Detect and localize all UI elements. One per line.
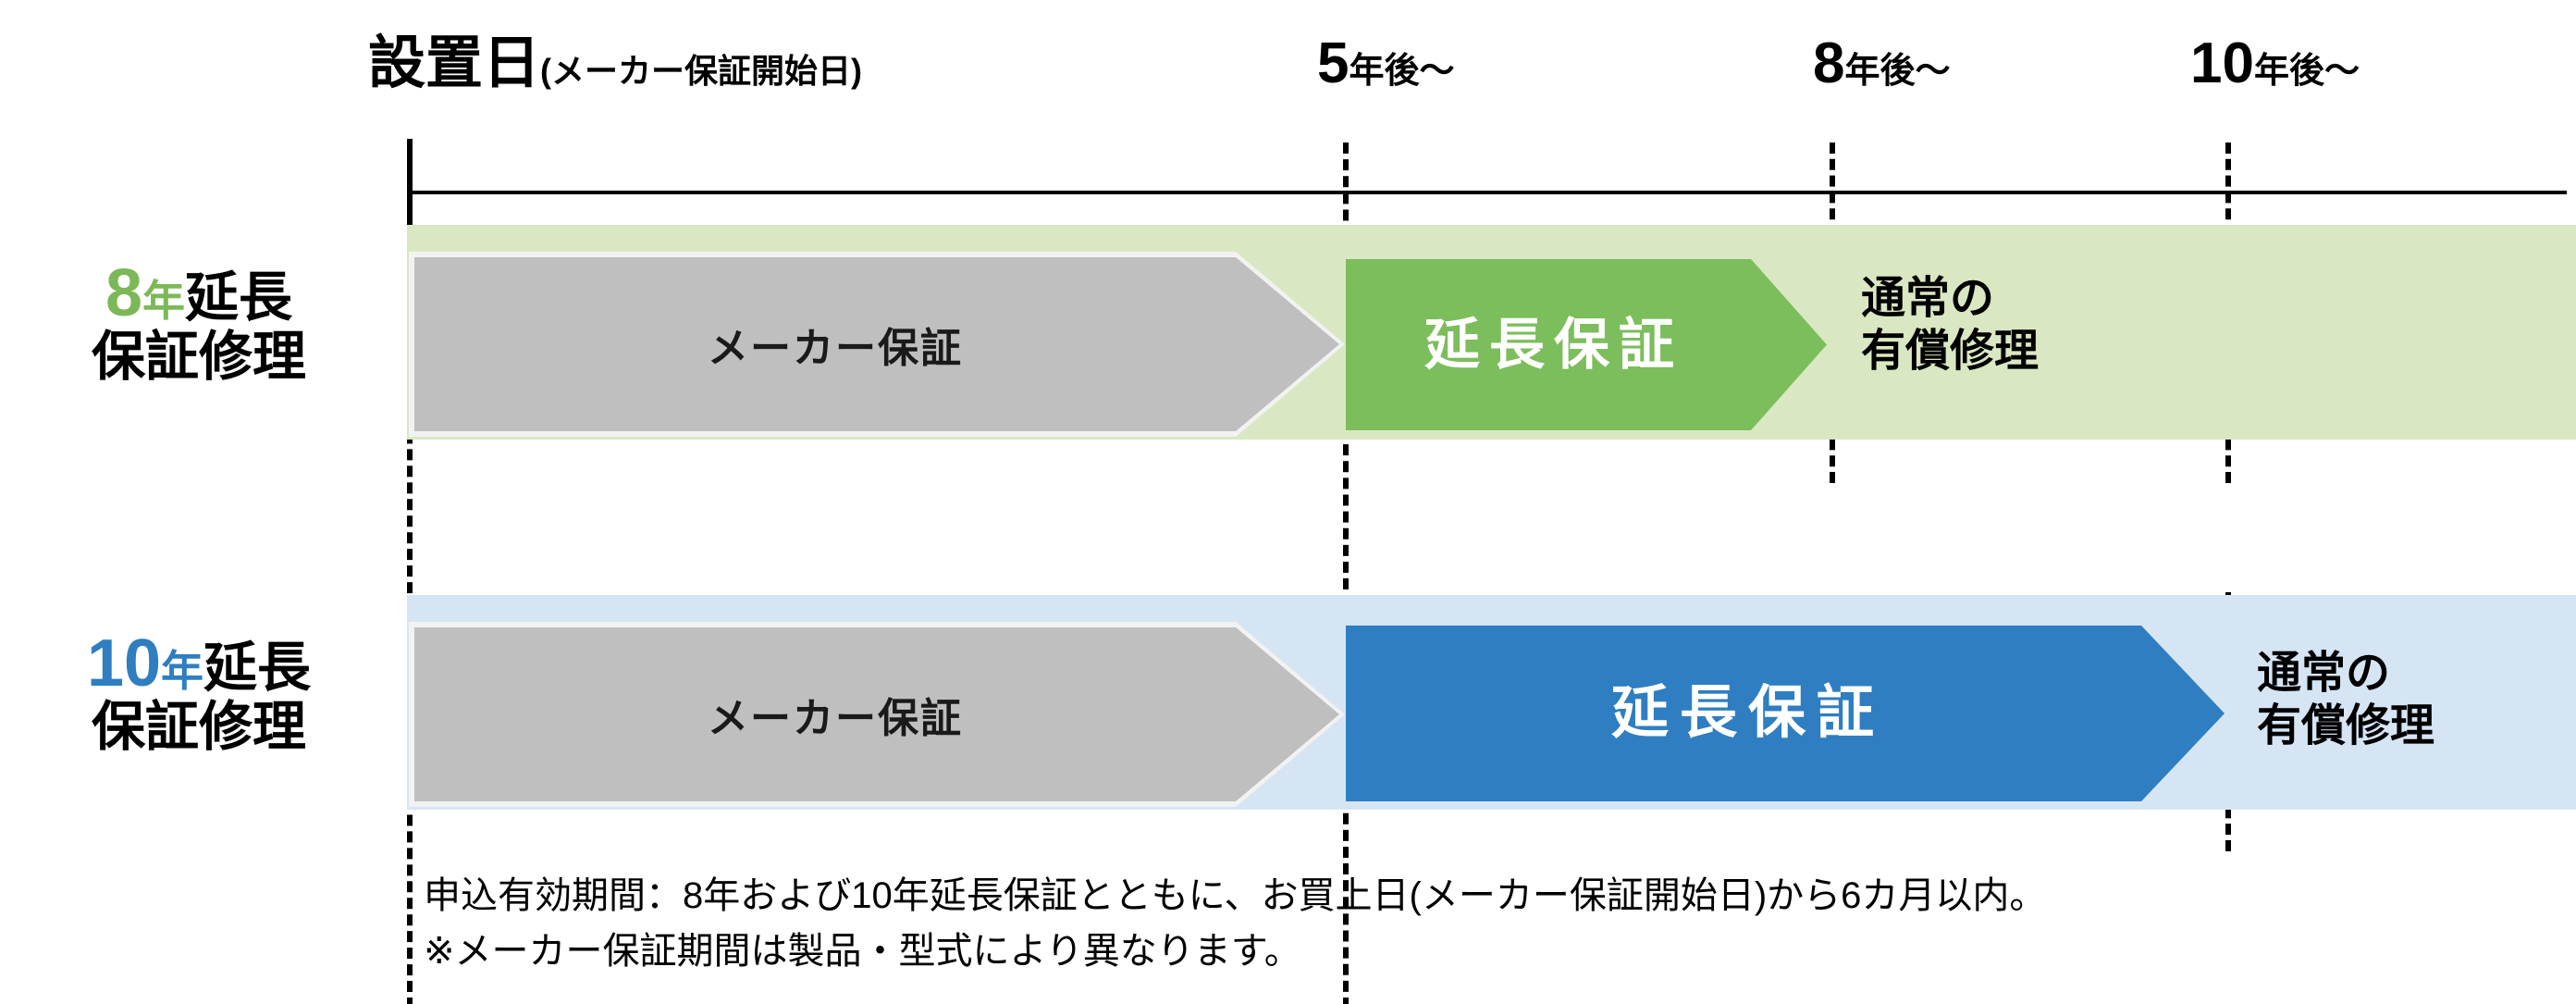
paid-repair-caption-10y-line2: 有償修理: [2257, 700, 2435, 750]
paid-repair-caption-8y-line2: 有償修理: [1861, 326, 2040, 376]
row-label-10y-number: 10: [86, 626, 162, 700]
axis-label-8y-suffix: 年後〜: [1844, 52, 1951, 91]
footnote-application-period: 申込有効期間：8年および10年延長保証とともに、お買上日(メーカー保証開始日)か…: [424, 875, 2047, 916]
footnote-maker-warranty-varies: ※メーカー保証期間は製品・型式により異なります。: [424, 931, 1301, 972]
axis-label-after-5-years: 5年後〜: [1317, 35, 1455, 93]
row-label-8y-number: 8: [105, 256, 143, 330]
timeline-axis-line: [407, 191, 2567, 194]
row-label-8y-line1: 8年延長: [0, 256, 398, 330]
marker-line-install-date-solid: [407, 139, 413, 237]
marker-line-5-years: [1343, 143, 1349, 1004]
paid-repair-caption-8y: 通常の 有償修理: [1861, 273, 2039, 378]
axis-label-install-date-paren: (メーカー保証開始日): [540, 52, 862, 90]
paid-repair-caption-10y-line1: 通常の: [2257, 649, 2391, 698]
maker-warranty-label-10y: メーカー保証: [708, 696, 963, 741]
axis-label-10y-number: 10: [2190, 31, 2254, 95]
axis-label-install-date: 設置日(メーカー保証開始日): [368, 35, 862, 93]
axis-label-10y-suffix: 年後〜: [2253, 52, 2360, 91]
axis-label-8y-number: 8: [1813, 31, 1845, 95]
maker-warranty-arrow-8y: メーカー保証: [414, 257, 1339, 431]
row-label-10y-extension: 延長: [203, 638, 312, 698]
maker-warranty-arrow-10y: メーカー保証: [414, 627, 1339, 801]
row-label-10y-line1: 10年延長: [0, 626, 398, 700]
row-label-10-year-extended-warranty: 10年延長 保証修理: [0, 626, 398, 757]
extended-warranty-arrow-8y: 延長保証: [1346, 259, 1827, 430]
paid-repair-caption-10y: 通常の 有償修理: [2257, 648, 2434, 752]
footnotes: 申込有効期間：8年および10年延長保証とともに、お買上日(メーカー保証開始日)か…: [424, 868, 2046, 979]
axis-label-5y-number: 5: [1317, 31, 1350, 95]
extended-warranty-arrow-10y: 延長保証: [1346, 626, 2225, 801]
paid-repair-caption-8y-line1: 通常の: [1861, 274, 1995, 323]
row-label-8y-line2: 保証修理: [91, 326, 306, 387]
axis-label-after-10-years: 10年後〜: [2190, 35, 2360, 93]
row-label-10y-nen: 年: [161, 647, 204, 695]
row-label-8y-extension: 延長: [185, 267, 293, 328]
row-label-8-year-extended-warranty: 8年延長 保証修理: [0, 256, 398, 387]
extended-warranty-label-8y: 延長保証: [1424, 313, 1683, 376]
extended-warranty-label-10y: 延長保証: [1610, 681, 1885, 745]
maker-warranty-label-8y: メーカー保証: [708, 326, 963, 371]
axis-label-5y-suffix: 年後〜: [1349, 52, 1455, 91]
axis-label-install-date-main: 設置日: [368, 31, 541, 95]
row-label-10y-line2: 保証修理: [91, 696, 306, 757]
row-label-8y-nen: 年: [142, 277, 186, 325]
axis-label-after-8-years: 8年後〜: [1813, 35, 1951, 93]
